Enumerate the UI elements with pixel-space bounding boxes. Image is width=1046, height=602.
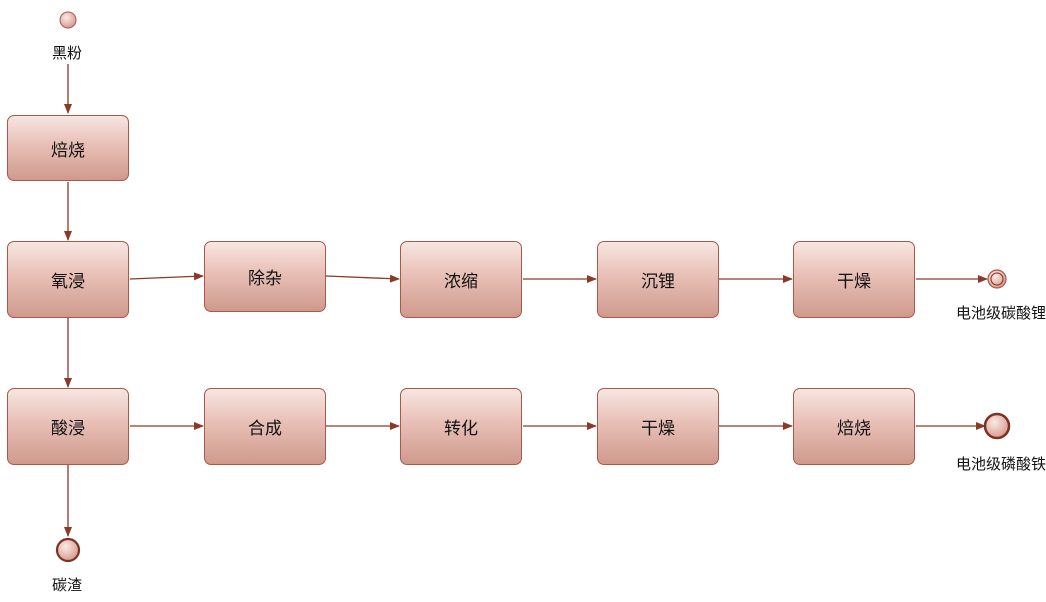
process-oxy-leach: 氧浸	[7, 241, 129, 318]
fe-product-end-icon	[983, 412, 1011, 440]
process-acid-leach: 酸浸	[7, 388, 129, 465]
process-impurity: 除杂	[204, 241, 326, 312]
process-roast2: 焙烧	[793, 388, 915, 465]
process-dry2: 干燥	[597, 388, 719, 465]
process-concentrate: 浓缩	[400, 241, 522, 318]
residue-label: 碳渣	[52, 576, 83, 594]
fe-product-label: 电池级磷酸铁	[956, 455, 1046, 473]
process-dry1: 干燥	[793, 241, 915, 318]
process-synthesis: 合成	[204, 388, 326, 465]
arrow-impurity-to-concentrate	[325, 274, 400, 283]
process-transform: 转化	[400, 388, 522, 465]
process-roast1: 焙烧	[7, 115, 129, 181]
li-product-label: 电池级碳酸锂	[956, 304, 1046, 322]
residue-end-icon	[55, 537, 81, 563]
arrow-oxy-leach-to-impurity	[129, 272, 204, 281]
process-precip-li: 沉锂	[597, 241, 719, 318]
start-node-label: 黑粉	[52, 44, 83, 62]
li-product-end-inner-icon	[990, 272, 1004, 286]
start-node-icon	[59, 11, 77, 29]
